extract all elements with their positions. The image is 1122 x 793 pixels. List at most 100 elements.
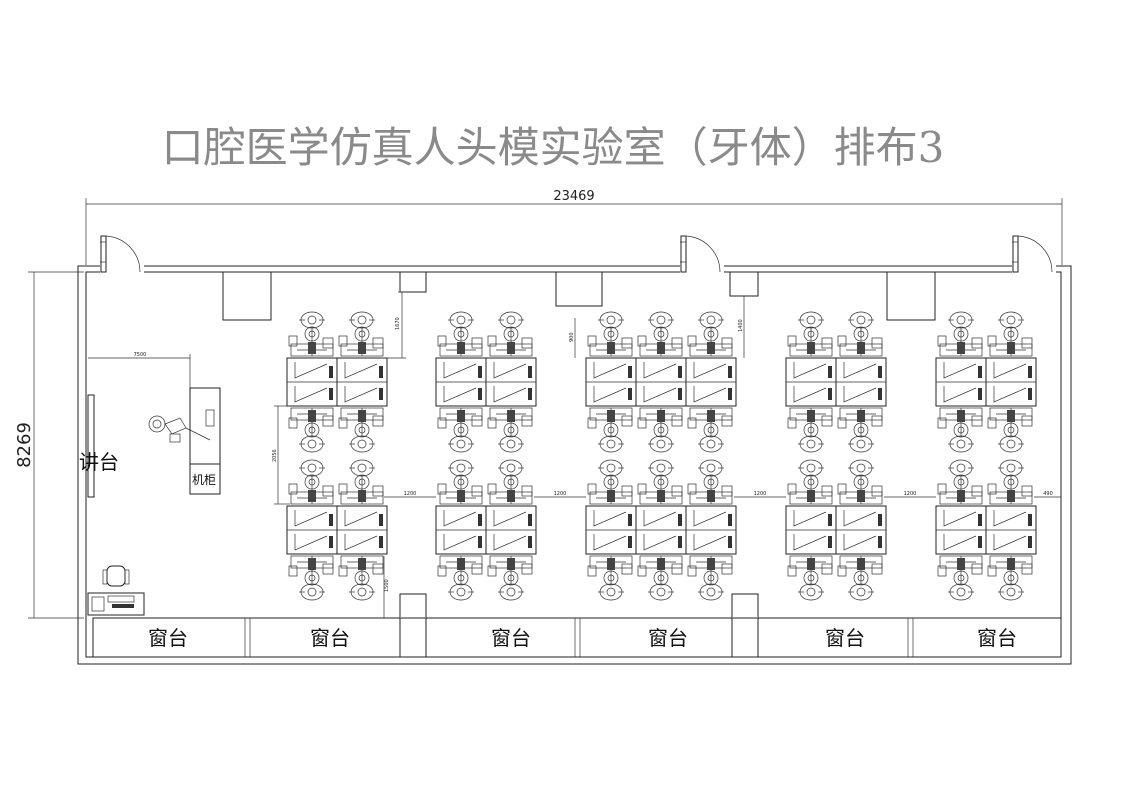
podium: 讲台	[79, 394, 119, 498]
chair-icon	[299, 459, 325, 477]
chair-icon	[998, 583, 1024, 601]
row-gap-label: 2056	[272, 449, 278, 462]
desk-unit	[935, 357, 987, 407]
window-sill-label-6: 窗台	[977, 626, 1017, 650]
aisle-gap-label-2: 1200	[554, 491, 567, 497]
aisle-gap-label-1: 1200	[404, 491, 417, 497]
dental-simulator-station-icon	[687, 311, 733, 357]
desk-unit	[286, 357, 338, 407]
chair-icon	[998, 311, 1024, 329]
dental-simulator-station-icon	[987, 407, 1033, 453]
dental-simulator-station-icon	[288, 555, 334, 601]
desk-unit	[585, 357, 637, 407]
podium-label: 讲台	[79, 450, 119, 474]
chair-icon	[598, 583, 624, 601]
desk-unit	[485, 505, 537, 555]
dental-simulator-station-icon	[637, 555, 683, 601]
desk-unit	[336, 357, 388, 407]
workstation-cluster-6	[585, 459, 737, 601]
workstation-cluster-1	[286, 311, 388, 453]
top-columns	[222, 271, 936, 321]
chair-icon	[948, 311, 974, 329]
chair-icon	[698, 583, 724, 601]
right-gap-label: 490	[1043, 491, 1053, 497]
workstation-cluster-5	[585, 311, 737, 453]
chair-icon	[448, 459, 474, 477]
chair-icon	[498, 459, 524, 477]
chair-icon	[998, 459, 1024, 477]
chair-icon	[498, 583, 524, 601]
window-sills: 窗台 窗台 窗台 窗台 窗台 窗台	[92, 617, 1062, 658]
door-2	[680, 235, 721, 273]
dental-simulator-station-icon	[687, 555, 733, 601]
aisle-gap-label-4: 1200	[904, 491, 917, 497]
workstation-cluster-2	[286, 459, 388, 601]
window-sill-label-2: 窗台	[310, 626, 350, 650]
dental-simulator-station-icon	[437, 555, 483, 601]
chair-icon	[349, 311, 375, 329]
teacher-area: 7500 机柜	[87, 352, 221, 616]
dental-simulator-station-icon	[288, 311, 334, 357]
chair-icon	[349, 583, 375, 601]
dental-simulator-station-icon	[687, 459, 733, 505]
dental-simulator-station-icon	[288, 407, 334, 453]
desk-unit	[685, 357, 737, 407]
desk-unit	[635, 505, 687, 555]
door-swing-icon	[100, 235, 141, 273]
dental-simulator-station-icon	[487, 459, 533, 505]
chair-icon	[299, 311, 325, 329]
chair-icon	[998, 435, 1024, 453]
chair-icon	[948, 435, 974, 453]
dental-simulator-station-icon	[487, 407, 533, 453]
dental-simulator-station-icon	[288, 459, 334, 505]
aisle-gap-label-3: 1200	[754, 491, 767, 497]
dental-simulator-station-icon	[787, 311, 833, 357]
desk-unit	[835, 505, 887, 555]
chair-icon	[498, 311, 524, 329]
dental-simulator-station-icon	[987, 311, 1033, 357]
dental-simulator-station-icon	[937, 459, 983, 505]
window-sill-label-1: 窗台	[148, 626, 188, 650]
workstation-cluster-10	[935, 459, 1037, 601]
chair-icon	[648, 583, 674, 601]
chair-icon	[798, 435, 824, 453]
teacher-desk	[87, 592, 145, 616]
room-walls	[77, 262, 1072, 665]
chair-icon	[848, 311, 874, 329]
dental-simulator-station-icon	[787, 555, 833, 601]
door-swing-icon	[680, 235, 721, 273]
desk-unit	[635, 357, 687, 407]
chair-icon	[698, 435, 724, 453]
chair-icon	[299, 583, 325, 601]
desk-unit	[286, 505, 338, 555]
chair-icon	[848, 459, 874, 477]
window-sill-label-4: 窗台	[648, 626, 688, 650]
chair-icon	[349, 435, 375, 453]
window-sill-label-3: 窗台	[491, 626, 531, 650]
chair-icon	[698, 459, 724, 477]
cabinet-label: 机柜	[192, 473, 216, 487]
desk-unit	[935, 505, 987, 555]
height-dimension: 8269	[14, 271, 84, 619]
dental-simulator-station-icon	[837, 407, 883, 453]
workstation-cluster-8	[785, 459, 887, 601]
chair-icon	[349, 459, 375, 477]
dental-simulator-station-icon	[637, 407, 683, 453]
workstations	[286, 311, 1037, 601]
dental-simulator-station-icon	[937, 555, 983, 601]
chair-icon	[299, 435, 325, 453]
dental-simulator-station-icon	[437, 311, 483, 357]
chair-icon	[848, 583, 874, 601]
top-gap3-label: 1400	[738, 319, 744, 332]
desk-unit	[336, 505, 388, 555]
chair-icon	[448, 311, 474, 329]
top-gap-label: 1670	[395, 317, 401, 330]
dental-simulator-station-icon	[787, 407, 833, 453]
dental-simulator-station-icon	[687, 407, 733, 453]
chair-icon	[648, 311, 674, 329]
desk-unit	[485, 357, 537, 407]
chair-icon	[798, 311, 824, 329]
dental-simulator-station-icon	[587, 407, 633, 453]
chair-icon	[698, 311, 724, 329]
chair-icon	[648, 459, 674, 477]
